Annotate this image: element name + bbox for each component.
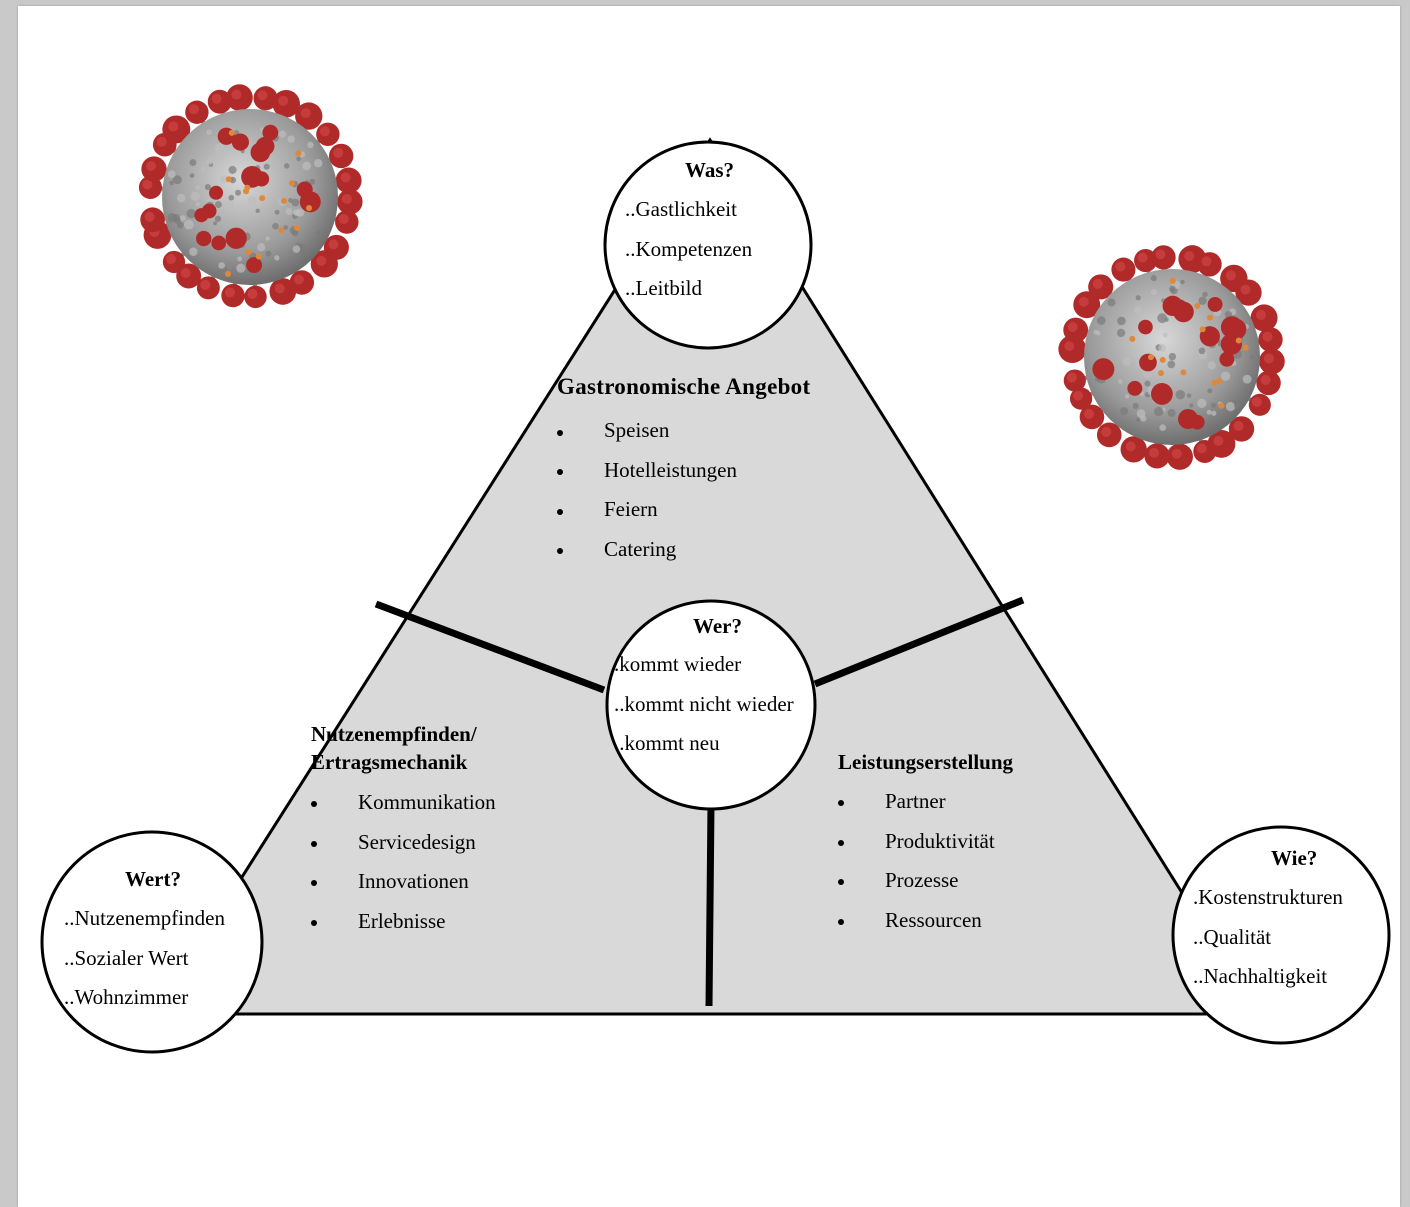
section-right-item: Ressourcen bbox=[885, 908, 982, 932]
bullet-icon bbox=[838, 919, 844, 925]
bullet-icon bbox=[311, 920, 317, 926]
triangle-shape bbox=[152, 137, 1261, 1016]
section-left-item: Erlebnisse bbox=[358, 909, 446, 933]
coronavirus-icon bbox=[138, 84, 363, 309]
circle-top-item: ..Leitbild bbox=[625, 276, 702, 300]
section-top-item: Hotelleistungen bbox=[604, 458, 737, 482]
circle-right bbox=[1171, 825, 1391, 1045]
circle-left bbox=[40, 830, 264, 1054]
circle-center-item: ..kommt nicht wieder bbox=[614, 692, 794, 716]
circle-right-item: .Kostenstrukturen bbox=[1193, 885, 1343, 909]
divider-bottom bbox=[705, 804, 715, 1007]
bullet-icon bbox=[838, 840, 844, 846]
bullet-icon bbox=[557, 509, 563, 515]
circle-center-item: ..kommt neu bbox=[614, 731, 720, 755]
circle-center-title: Wer? bbox=[693, 614, 742, 638]
section-top-item: Catering bbox=[604, 537, 677, 561]
circle-left-item: ..Sozialer Wert bbox=[64, 946, 189, 970]
circle-center bbox=[605, 599, 817, 811]
divider-left bbox=[374, 600, 606, 694]
bullet-icon bbox=[311, 880, 317, 886]
circle-left-item: ..Nutzenempfinden bbox=[64, 906, 225, 930]
bullet-icon bbox=[311, 841, 317, 847]
section-right-item: Produktivität bbox=[885, 829, 995, 853]
section-right-item: Prozesse bbox=[885, 868, 959, 892]
bullet-icon bbox=[557, 430, 563, 436]
section-right-title: Leistungserstellung bbox=[838, 750, 1014, 774]
circle-top-item: ..Kompetenzen bbox=[625, 237, 753, 261]
divider-right bbox=[813, 596, 1025, 688]
section-top-item: Feiern bbox=[604, 497, 658, 521]
bullet-icon bbox=[838, 800, 844, 806]
circle-left-item: ..Wohnzimmer bbox=[64, 985, 189, 1009]
circle-right-item: ..Qualität bbox=[1193, 925, 1272, 949]
section-left-item: Kommunikation bbox=[358, 790, 496, 814]
bullet-icon bbox=[838, 879, 844, 885]
section-top-title: Gastronomische Angebot bbox=[557, 374, 811, 399]
circle-right-title: Wie? bbox=[1271, 846, 1318, 870]
bullet-icon bbox=[557, 469, 563, 475]
coronavirus-icon bbox=[1058, 245, 1285, 470]
section-top-item: Speisen bbox=[604, 418, 670, 442]
bullet-icon bbox=[311, 801, 317, 807]
circle-right-item: ..Nachhaltigkeit bbox=[1193, 964, 1328, 988]
circle-top-item: ..Gastlichkeit bbox=[625, 197, 737, 221]
section-left-item: Innovationen bbox=[358, 869, 469, 893]
section-right-item: Partner bbox=[885, 789, 946, 813]
section-left-title: Ertragsmechanik bbox=[311, 750, 468, 774]
circle-center-item: .kommt wieder bbox=[614, 652, 742, 676]
circle-top bbox=[603, 140, 813, 350]
circle-left-title: Wert? bbox=[125, 867, 181, 891]
section-left-title: Nutzenempfinden/ bbox=[311, 722, 477, 746]
bullet-icon bbox=[557, 548, 563, 554]
section-left-item: Servicedesign bbox=[358, 830, 476, 854]
circle-top-title: Was? bbox=[685, 158, 735, 182]
